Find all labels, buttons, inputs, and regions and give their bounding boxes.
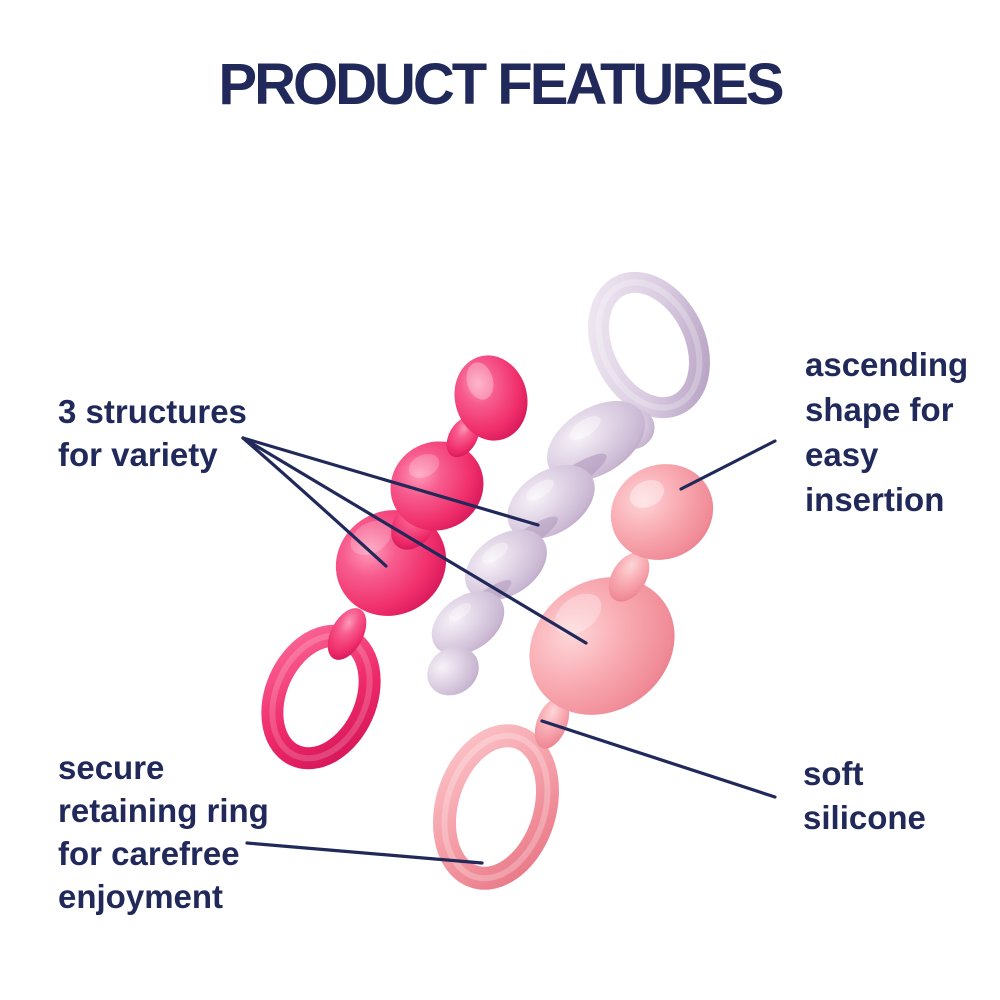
pink-bead-small [454, 355, 528, 441]
salmon-retaining-ring [433, 724, 559, 890]
callout-line-retaining-ring [245, 841, 484, 865]
lilac-twist-4 [431, 591, 505, 655]
lilac-retaining-ring [588, 271, 710, 419]
label-soft-silicone: soft silicone [803, 755, 926, 836]
salmon-bulb-large [529, 577, 675, 715]
salmon-bulb-plug [433, 464, 714, 890]
pink-beaded-plug [261, 355, 528, 770]
lilac-twist-1 [546, 400, 646, 482]
page-title: PRODUCT FEATURES [218, 52, 784, 117]
callout-line-structures-to-pink [241, 436, 388, 568]
salmon-bulb-small [610, 464, 714, 560]
label-ascending-shape: ascending shape for easy insertion [805, 346, 969, 518]
callout-line-ascending-shape [679, 439, 777, 491]
callout-line-soft-silicone [540, 719, 777, 799]
callout-lines [241, 436, 777, 865]
lilac-twist-2 [507, 465, 595, 539]
label-structures: 3 structures for variety [58, 393, 247, 473]
label-retaining-ring: secure retaining ring for carefree enjoy… [58, 749, 269, 915]
callout-line-structures-to-salmon [241, 436, 588, 645]
callout-line-structures-to-lilac [241, 436, 540, 527]
lilac-tip [427, 646, 479, 696]
pink-bead-medium [390, 441, 484, 531]
